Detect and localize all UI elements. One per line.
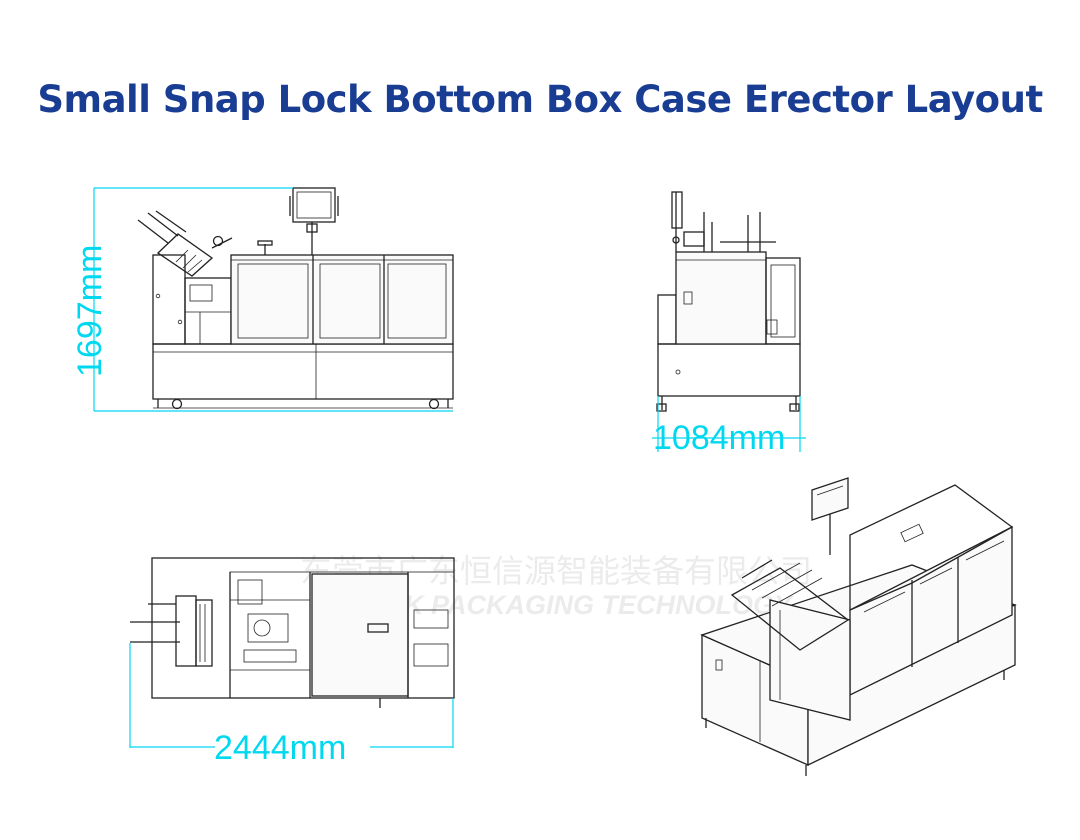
top-view bbox=[130, 557, 455, 708]
dimension-lines bbox=[93, 187, 806, 748]
side-view bbox=[656, 191, 801, 412]
dimension-depth-label: 1084mm bbox=[653, 419, 786, 457]
iso-view bbox=[700, 477, 1017, 776]
front-view bbox=[137, 187, 454, 410]
dimension-length-label: 2444mm bbox=[214, 729, 347, 767]
dimension-height-label: 1697mm bbox=[71, 244, 109, 377]
page-title: Small Snap Lock Bottom Box Case Erector … bbox=[37, 78, 1043, 121]
